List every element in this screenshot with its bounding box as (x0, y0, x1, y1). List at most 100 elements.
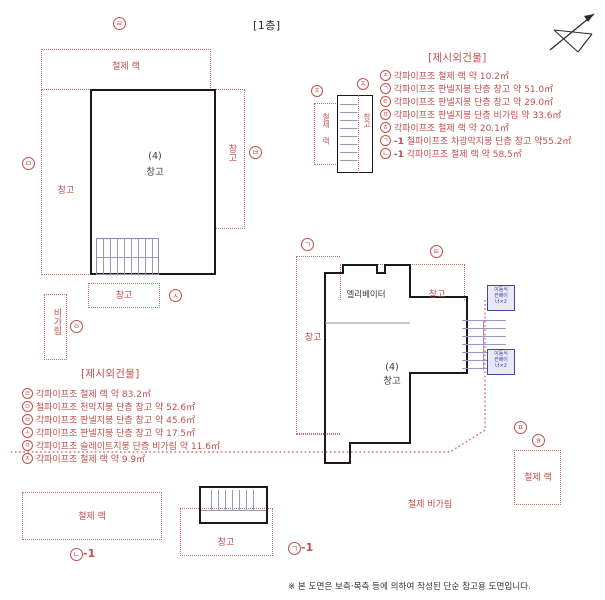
legend-top-text-6: 각파이프조 철제 랙 약 58.5㎡ (406, 150, 522, 160)
legend-bottom-marker-5: ㅈ (22, 453, 33, 464)
legend-top-item-4: ㅎ 각파이프조 철제 랙 약 20.1㎡ (380, 122, 571, 136)
marker-left-east: ㅂ (249, 146, 262, 159)
right-plan-west-zone (296, 256, 340, 434)
left-plan-north-rack-label: 철제 랙 (112, 62, 140, 72)
conveyor-bottom-line3: 너×2 (495, 363, 507, 369)
right-plan-west-zone-bottom (296, 434, 340, 435)
bottom-mid-building (199, 486, 268, 524)
legend-small-plan-building (337, 95, 373, 173)
left-plan-west-label: 창고 (57, 186, 75, 196)
left-plan-west-zone (41, 89, 91, 275)
bottom-mid-stair (204, 490, 262, 511)
marker-left-west: ㅁ (22, 157, 35, 170)
bottom-mid-label: 창고 (217, 538, 235, 548)
legend-top-suffix-6: -1 (393, 150, 404, 160)
legend-bottom-text-1: 철파이프조 천막지붕 단층 창고 약 52.6㎡ (35, 403, 196, 413)
bottom-mid-zone (180, 508, 273, 556)
legend-bottom-marker-4: ㅇ (22, 440, 33, 451)
bottom-left-rack-label: 철제 랙 (78, 512, 106, 522)
legend-top-item-6: ㄴ -1 각파이프조 철제 랙 약 58.5㎡ (380, 148, 571, 162)
right-plan-main-building (324, 264, 468, 464)
legend-top-marker-0: ㅈ (380, 70, 391, 81)
left-plan-stair (96, 238, 159, 275)
legend-top-list: ㅈ 각파이프조 철제 랙 약 10.2㎡ ㄱ 각파이프조 판넬지붕 단층 창고 … (380, 70, 572, 162)
marker-right-rack: ㅎ (532, 434, 545, 447)
right-plan-north-label: 창고 (428, 290, 446, 300)
conveyor-top-line1: 이동식 (494, 287, 508, 293)
right-plan-main-number: (4) (385, 362, 399, 373)
right-plan-canopy-label: 철제 비가림 (407, 500, 453, 510)
right-plan-west-label: 창고 (304, 333, 322, 343)
legend-bottom-item-2: ㅂ 각파이프조 판넬지붕 단층 창고 약 45.6㎡ (22, 414, 220, 428)
legend-bottom-item-0: ㄹ 각파이프조 철제 랙 약 83.2㎡ (22, 388, 220, 402)
marker-left-north: ㄹ (113, 17, 126, 30)
right-plan-rack-label: 철제 랙 (524, 473, 552, 483)
conveyor-label-bottom: 이동식 컨베이 너×2 (487, 349, 515, 375)
legend-top-item-2: ㅌ 각파이프조 판넬지붕 단층 창고 약 29.0㎡ (380, 96, 571, 110)
legend-bottom-marker-0: ㄹ (22, 388, 33, 399)
legend-top-text-2: 각파이프조 판넬지붕 단층 창고 약 29.0㎡ (393, 98, 554, 108)
right-plan-elevator-label: 엘리베이터 (346, 290, 386, 300)
legend-bottom-text-2: 각파이프조 판넬지붕 단층 창고 약 45.6㎡ (35, 416, 196, 426)
marker-bottom-mid-suffix: -1 (301, 541, 314, 554)
legend-top-suffix-5: -1 (393, 137, 404, 147)
right-plan-stair (462, 320, 506, 370)
marker-left-canopy: ㅇ (70, 320, 83, 333)
conveyor-label-top: 이동식 컨베이 너×2 (487, 285, 515, 311)
legend-bottom-text-4: 각파이프조 슬레이트지붕 단층 비가림 약 11.6㎡ (35, 442, 220, 452)
left-plan-south-label: 창고 (115, 291, 133, 301)
legend-bottom-marker-2: ㅂ (22, 414, 33, 425)
marker-right-north: ㅌ (430, 245, 443, 258)
conveyor-bottom-line2: 컨베이 (494, 357, 508, 363)
marker-bottom-left-suffix: -1 (83, 547, 96, 560)
legend-top-text-4: 각파이프조 철제 랙 약 20.1㎡ (393, 124, 509, 134)
legend-top-marker-4: ㅎ (380, 122, 391, 133)
legend-bottom-item-5: ㅈ 각파이프조 철제 랙 약 9.9㎡ (22, 453, 220, 467)
legend-bottom-item-3: ㅅ 각파이프조 판넬지붕 단층 창고 약 17.5㎡ (22, 427, 220, 441)
legend-top-item-3: ㅍ 각파이프조 판넬지붕 단층 비가림 약 33.6㎡ (380, 109, 571, 123)
right-plan-rack-zone (514, 450, 561, 505)
legend-small-plan-right-label: 창고 (362, 113, 372, 128)
conveyor-top-line3: 너×2 (495, 299, 507, 305)
left-plan-main-number: (4) (148, 151, 162, 162)
legend-top-marker-5: ㄱ (380, 135, 391, 146)
legend-bottom-marker-3: ㅅ (22, 427, 33, 438)
marker-bottom-left: ㄴ (70, 548, 83, 561)
right-plan-main-label: 창고 (383, 376, 401, 387)
legend-bottom-title: [제시외건물] (81, 368, 140, 380)
legend-bottom-list: ㄹ 각파이프조 철제 랙 약 83.2㎡ ㅁ 철파이프조 천막지붕 단층 창고 … (22, 388, 220, 467)
legend-top-item-1: ㄱ 각파이프조 판넬지붕 단층 창고 약 51.0㎡ (380, 83, 571, 97)
right-plan-canopy-zone (10, 300, 486, 453)
legend-top-text-3: 각파이프조 판넬지붕 단층 비가림 약 33.6㎡ (393, 111, 562, 121)
legend-top-text-5: 철파이프조 차광막지붕 단층 창고 약55.2㎡ (406, 137, 572, 147)
marker-right-west: ㄱ (301, 238, 314, 251)
marker-bottom-mid: ㄱ (288, 542, 301, 555)
legend-top-marker-3: ㅍ (380, 109, 391, 120)
legend-bottom-text-3: 각파이프조 판넬지붕 단층 창고 약 17.5㎡ (35, 429, 196, 439)
left-plan-main-label: 창고 (146, 167, 164, 178)
legend-top-text-1: 각파이프조 판넬지붕 단층 창고 약 51.0㎡ (393, 85, 554, 95)
legend-top-text-0: 각파이프조 철제 랙 약 10.2㎡ (393, 72, 509, 82)
legend-top-marker-2: ㅌ (380, 96, 391, 107)
legend-bottom-item-1: ㅁ 철파이프조 천막지붕 단층 창고 약 52.6㎡ (22, 401, 220, 415)
legend-top-marker-1: ㄱ (380, 83, 391, 94)
legend-bottom-text-5: 각파이프조 철제 랙 약 9.9㎡ (35, 455, 146, 465)
left-plan-canopy-label: 비가림 (51, 308, 62, 335)
left-plan-east-label: 창고 (226, 144, 237, 162)
marker-legend-small-left: ㅈ (311, 85, 323, 97)
bottom-mid-stair-rule (201, 510, 266, 511)
legend-small-plan-stair (340, 98, 357, 170)
legend-bottom-marker-1: ㅁ (22, 401, 33, 412)
legend-bottom-item-4: ㅇ 각파이프조 슬레이트지붕 단층 비가림 약 11.6㎡ (22, 440, 220, 454)
legend-top-marker-6: ㄴ (380, 148, 391, 159)
bottom-left-rack-zone (22, 492, 162, 540)
legend-top-title: [제시외건물] (428, 52, 487, 64)
north-arrow-icon (549, 13, 595, 53)
legend-top-item-0: ㅈ 각파이프조 철제 랙 약 10.2㎡ (380, 70, 571, 84)
page-title: [1층] (253, 19, 281, 32)
left-plan-south-zone (88, 283, 160, 308)
conveyor-top-line2: 컨베이 (494, 293, 508, 299)
legend-small-plan-left-label: 철제 랙 (321, 113, 331, 145)
marker-right-canopy: ㅍ (514, 421, 527, 434)
